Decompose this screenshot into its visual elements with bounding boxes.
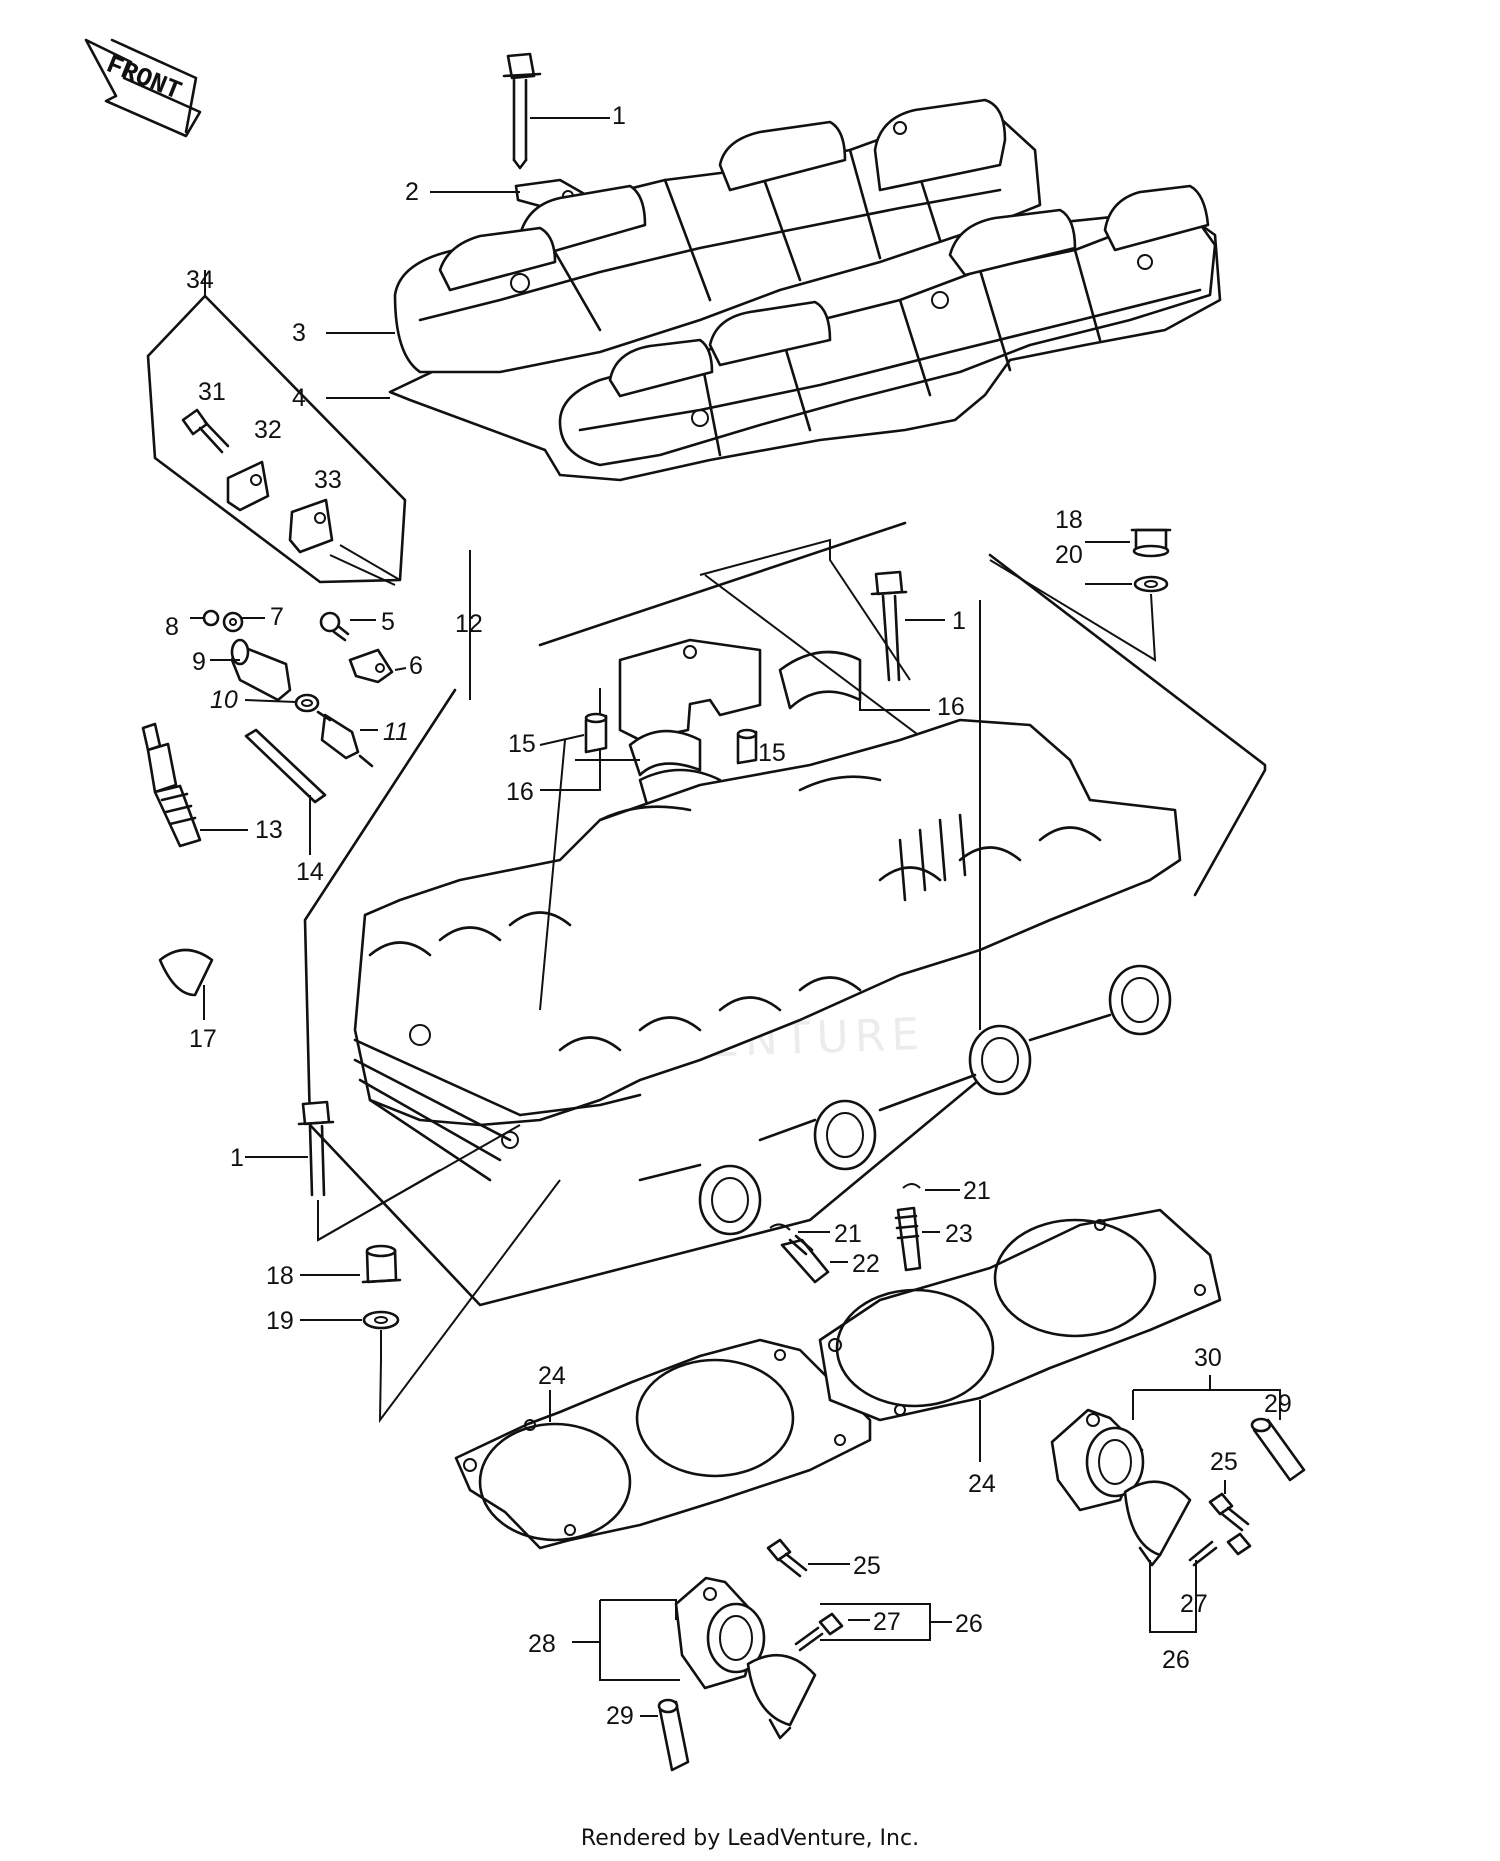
parts-5-to-11-tachometer-drive	[141, 609, 407, 1020]
part-24-cylinder-gasket-left	[454, 1338, 872, 1550]
callout-26a: 26	[1162, 1646, 1190, 1674]
callout-labels: 1 2 3 4 34 31 32 33 18 20 1 16 8 7 5 6 9…	[165, 102, 1292, 1730]
callout-12: 12	[455, 610, 483, 638]
part-12-cylinder-head	[353, 600, 1182, 1236]
callout-25a: 25	[1210, 1448, 1238, 1476]
callout-10: 10	[210, 686, 238, 714]
callout-7: 7	[270, 603, 284, 631]
callout-28: 28	[528, 1630, 556, 1658]
callout-26b: 26	[955, 1610, 983, 1638]
callout-9: 9	[192, 648, 206, 676]
part-18-plug-upper	[989, 528, 1172, 662]
callout-29b: 29	[606, 1702, 634, 1730]
callout-24b: 24	[968, 1470, 996, 1498]
part-28-intake-holder-lower	[572, 1538, 952, 1772]
callout-16a: 16	[937, 693, 965, 721]
callout-1a: 1	[612, 102, 626, 130]
part-19-washer	[300, 1179, 561, 1424]
callout-6: 6	[409, 652, 423, 680]
part-1-bolt-top	[502, 52, 610, 170]
callout-20: 20	[1055, 541, 1083, 569]
front-arrow-icon: FRONT	[84, 38, 202, 138]
callout-8: 8	[165, 613, 179, 641]
callout-5: 5	[381, 608, 395, 636]
callout-25b: 25	[853, 1552, 881, 1580]
callout-16b: 16	[506, 778, 534, 806]
callout-14: 14	[296, 858, 324, 886]
parts-21-22-23-fittings	[769, 1183, 960, 1284]
callout-30: 30	[1194, 1344, 1222, 1372]
callout-34: 34	[186, 266, 214, 294]
part-30-intake-holder-right	[1050, 1375, 1306, 1633]
callout-13: 13	[255, 816, 283, 844]
callout-3: 3	[292, 319, 306, 347]
callout-15a: 15	[508, 730, 536, 758]
part-12-outline	[303, 521, 1267, 1307]
callout-31: 31	[198, 378, 226, 406]
callout-4: 4	[292, 384, 306, 412]
render-credit: Rendered by LeadVenture, Inc.	[580, 1826, 920, 1851]
callout-1b: 1	[952, 607, 966, 635]
callout-24a: 24	[538, 1362, 566, 1390]
callout-33: 33	[314, 466, 342, 494]
callout-27b: 27	[873, 1608, 901, 1636]
callout-21a: 21	[963, 1177, 991, 1205]
callout-1c: 1	[230, 1144, 244, 1172]
callout-27a: 27	[1180, 1590, 1208, 1618]
callout-11: 11	[383, 718, 409, 746]
part-3-head-covers	[326, 98, 1222, 482]
callout-2: 2	[405, 178, 419, 206]
callout-21b: 21	[834, 1220, 862, 1248]
callout-22: 22	[852, 1250, 880, 1278]
part-34-assembly	[146, 270, 407, 586]
callout-23: 23	[945, 1220, 973, 1248]
callout-18a: 18	[1055, 506, 1083, 534]
callout-29a: 29	[1264, 1390, 1292, 1418]
part-1-bolt-middle	[870, 570, 945, 682]
part-24-cylinder-gasket-right	[818, 1208, 1222, 1462]
callout-15b: 15	[758, 739, 786, 767]
part-1-bolt-lower	[245, 1100, 521, 1242]
callout-17: 17	[189, 1025, 217, 1053]
part-18-plug-lower	[300, 1244, 402, 1284]
callout-18b: 18	[266, 1262, 294, 1290]
callout-19: 19	[266, 1307, 294, 1335]
callout-32: 32	[254, 416, 282, 444]
